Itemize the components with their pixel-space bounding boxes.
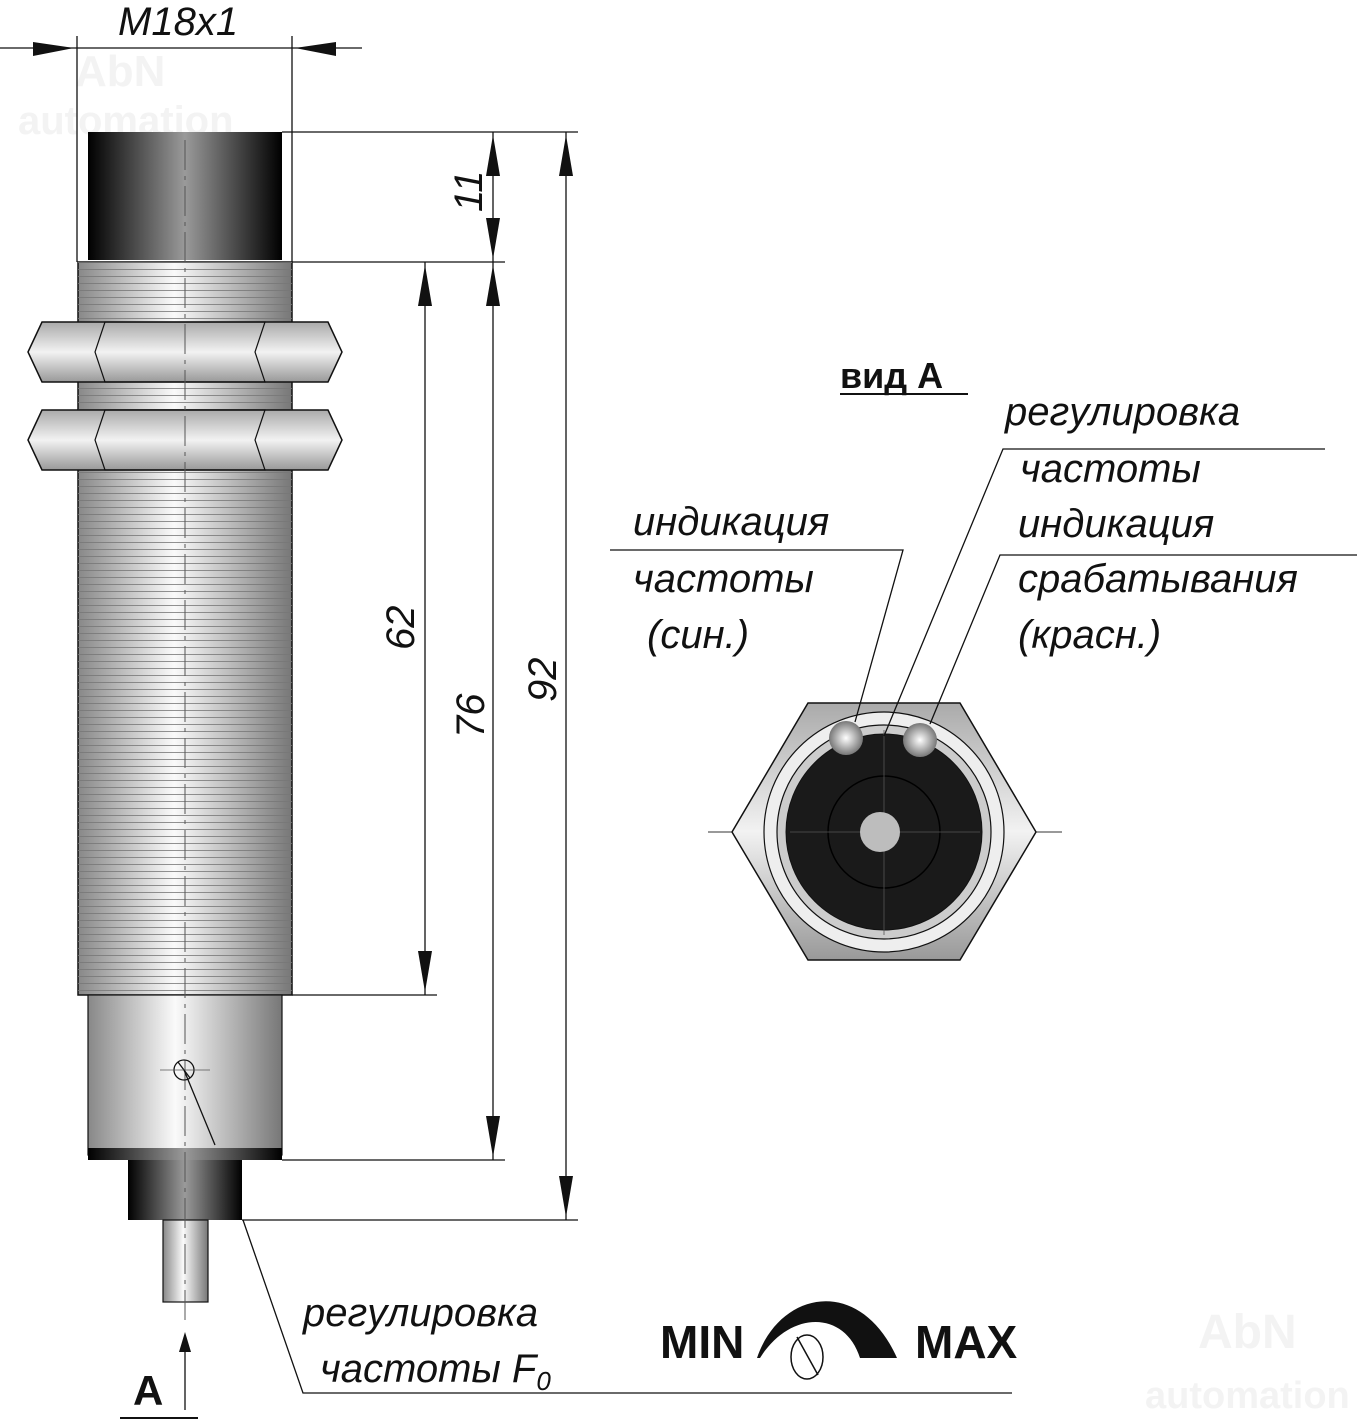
led-trigger-red [903,723,937,757]
view-a: вид А [610,355,1357,961]
svg-text:регулировка: регулировка [302,1291,538,1335]
dim-62: 62 [379,262,432,995]
center-dot [860,812,900,852]
adjust-screw-icon [790,1334,824,1380]
svg-text:вид А: вид А [840,355,943,396]
svg-text:А: А [133,1367,163,1414]
svg-text:AbN: AbN [1198,1306,1297,1359]
svg-text:11: 11 [447,170,491,212]
dim-76: 76 [449,262,500,1160]
callout-freq-adjust: регулировка частоты [1004,390,1240,491]
svg-text:automation: automation [1145,1375,1350,1417]
thread-dimension: M18x1 [0,0,362,262]
view-a-arrow: А [120,1332,198,1419]
extension-lines [242,131,578,1221]
sensor-body [27,132,343,1320]
svg-text:MIN: MIN [660,1316,744,1368]
svg-text:частоты: частоты [1020,447,1201,491]
svg-text:M18x1: M18x1 [118,0,238,44]
watermark-bottom: AbN automation [1145,1306,1350,1417]
callout-freq-indication: индикация частоты (син.) [633,500,829,657]
led-frequency-blue [829,721,863,755]
callout-trigger-indication: индикация срабатывания (красн.) [1018,502,1298,657]
svg-text:срабатывания: срабатывания [1018,557,1298,601]
svg-text:регулировка: регулировка [1004,390,1240,434]
svg-text:AbN: AbN [75,47,165,96]
svg-text:частоты F0: частоты F0 [320,1347,551,1396]
svg-text:62: 62 [379,606,423,651]
svg-text:(красн.): (красн.) [1018,613,1161,657]
svg-text:индикация: индикация [633,500,829,544]
svg-text:92: 92 [521,658,565,703]
watermark-top: AbN automation [18,47,234,143]
svg-text:76: 76 [449,693,493,738]
min-max-scale: MIN MAX [660,1301,1018,1380]
svg-text:частоты: частоты [633,557,814,601]
dim-92: 92 [521,132,573,1220]
svg-text:(син.): (син.) [647,613,749,657]
dim-11: 11 [447,132,500,262]
freq-adjust-callout-bottom: регулировка частоты F0 [183,1069,1012,1396]
svg-text:индикация: индикация [1018,502,1214,546]
svg-text:MAX: MAX [915,1316,1018,1368]
